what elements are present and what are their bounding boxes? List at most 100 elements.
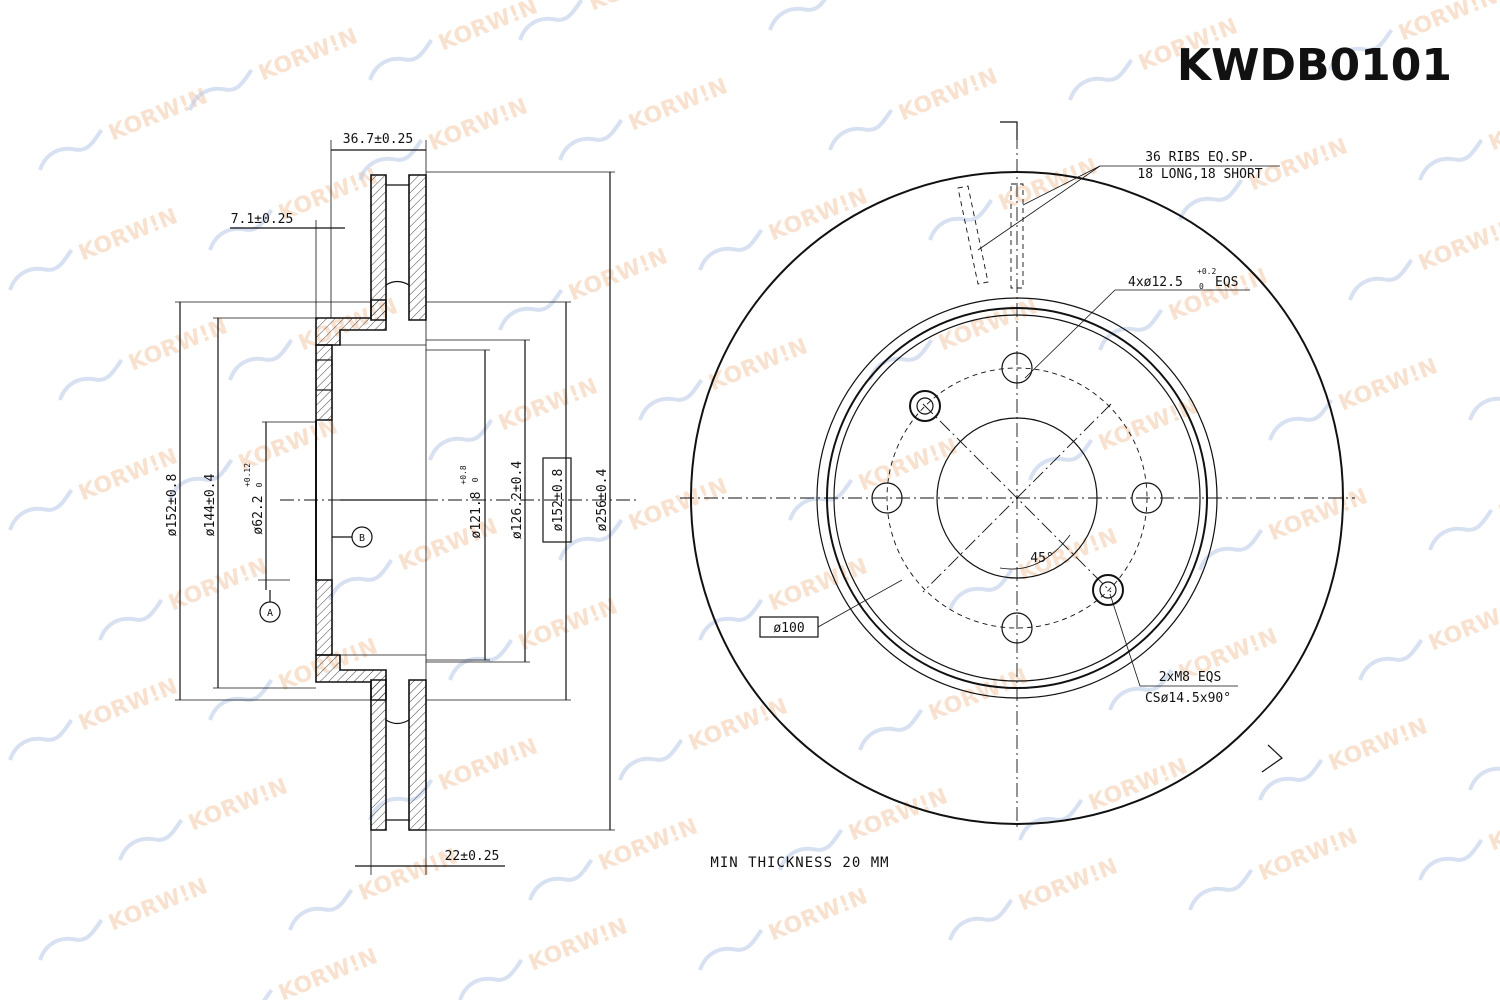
datum-a-label: A (267, 608, 273, 619)
watermark-swoosh-icon (528, 858, 594, 901)
watermark-swoosh-icon (1198, 528, 1264, 571)
dia-152-outer-label: ø152±0.8 (165, 474, 180, 537)
watermark-text: KORW!N (625, 474, 731, 536)
watermark-swoosh-icon (98, 598, 164, 641)
watermark-text: KORW!N (1245, 134, 1351, 196)
watermark-text: KORW!N (255, 24, 361, 86)
watermark-swoosh-icon (858, 708, 924, 751)
watermark-text: KORW!N (425, 94, 531, 156)
watermark-tile: KORW!N (288, 844, 461, 931)
watermark-text: KORW!N (685, 694, 791, 756)
watermark-tile: KORW!N (528, 814, 701, 901)
dia-121-tol-lower: 0 (471, 477, 480, 482)
watermark-tile: KORW!N (1028, 394, 1201, 481)
watermark-swoosh-icon (618, 738, 684, 781)
watermark-tile: KORW!N (368, 0, 541, 81)
watermark-tile: KORW!N (38, 84, 211, 171)
watermark-swoosh-icon (428, 418, 494, 461)
section-marker-top (1000, 121, 1018, 140)
watermark-swoosh-icon (458, 958, 524, 1000)
watermark-swoosh-icon (1358, 638, 1424, 681)
watermark-tile: KORW!N (8, 204, 181, 291)
watermark-tile: KORW!N (8, 674, 181, 761)
watermark-swoosh-icon (118, 818, 184, 861)
boxed-dim-frame (542, 457, 572, 543)
watermark-tile: KORW!N (928, 154, 1101, 241)
watermark-swoosh-icon (38, 918, 104, 961)
watermark-tile: KORW!N (168, 414, 341, 501)
watermark-text: KORW!N (435, 734, 541, 796)
total-thickness-dim: 36.7±0.25 (343, 132, 413, 147)
watermark-swoosh-icon (1068, 58, 1134, 101)
watermark-swoosh-icon (8, 488, 74, 531)
watermark-tile: KORW!N (1468, 378, 1500, 421)
watermark-swoosh-icon (328, 558, 394, 601)
watermark-swoosh-icon (8, 248, 74, 291)
watermark-text: KORW!N (1015, 854, 1121, 916)
dia-144-label: ø144±0.4 (203, 474, 218, 537)
datum-a-marker (259, 601, 281, 623)
watermark-tile: KORW!N (638, 334, 811, 421)
datum-b-marker (351, 526, 373, 548)
watermark-swoosh-icon (1418, 838, 1484, 881)
watermark-text: KORW!N (895, 64, 1001, 126)
watermark-tile: KORW!N (458, 914, 631, 1000)
holes-label-suffix: EQS (1215, 275, 1238, 290)
watermark-swoosh-icon (498, 288, 564, 331)
watermark-tile: KORW!N (558, 474, 731, 561)
watermark-tile: KORW!N (858, 664, 1031, 751)
dia-62-tol-upper: +0.12 (243, 463, 252, 487)
watermark-tile: KORW!N (1348, 214, 1500, 301)
watermark-tile: KORW!N (1018, 754, 1191, 841)
watermark-text: KORW!N (1415, 214, 1500, 276)
watermark-swoosh-icon (1468, 748, 1500, 791)
watermark-swoosh-icon (188, 68, 254, 111)
watermark-tile: KORW!N (1468, 748, 1500, 791)
watermark-text: KORW!N (1485, 94, 1500, 156)
watermark-swoosh-icon (208, 678, 274, 721)
watermark-tile: KORW!N (618, 694, 791, 781)
watermark-tile: KORW!N (518, 0, 691, 41)
angle-label: 45° (1030, 551, 1053, 566)
watermark-tile: KORW!N (448, 594, 621, 681)
watermark-text: KORW!N (1165, 264, 1271, 326)
watermark-swoosh-icon (788, 478, 854, 521)
dia-152-boxed-label: ø152±0.8 (551, 469, 566, 532)
watermark-text: KORW!N (105, 84, 211, 146)
watermark-swoosh-icon (208, 208, 274, 251)
threads-leader (1109, 593, 1238, 687)
watermark-tile: KORW!N (1418, 794, 1500, 881)
watermark-tile: KORW!N (498, 244, 671, 331)
watermark-text: KORW!N (835, 0, 941, 6)
watermark-tile: KORW!N (1418, 94, 1500, 181)
watermark-swoosh-icon (8, 718, 74, 761)
watermark-text: KORW!N (625, 74, 731, 136)
watermark-swoosh-icon (778, 828, 844, 871)
dia-62-tol-lower: 0 (255, 482, 264, 487)
watermark-swoosh-icon (1028, 438, 1094, 481)
watermark-text: KORW!N (1085, 754, 1191, 816)
threaded-hole-upper-left (909, 390, 941, 422)
watermark-text: KORW!N (495, 374, 601, 436)
watermark-swoosh-icon (1428, 508, 1494, 551)
upper-hat-wall (315, 299, 387, 346)
upper-outer-plate (370, 174, 387, 321)
watermark-text: KORW!N (565, 244, 671, 306)
watermark-swoosh-icon (928, 198, 994, 241)
watermark-text: KORW!N (925, 664, 1031, 726)
watermark-text: KORW!N (105, 874, 211, 936)
min-thickness-note: MIN THICKNESS 20 MM (710, 855, 889, 871)
watermark-text: KORW!N (705, 334, 811, 396)
watermark-text: KORW!N (585, 0, 691, 16)
part-number: KWDB0101 (1177, 40, 1452, 91)
side-section-view: 36.7±0.25 7.1±0.25 22±0.25 ø152±0.8 ø144… (165, 132, 640, 875)
long-rib-outline (1010, 183, 1024, 289)
watermark-swoosh-icon (698, 598, 764, 641)
watermark-swoosh-icon (288, 888, 354, 931)
watermark-tile: KORW!N (698, 184, 871, 271)
watermark-tile: KORW!N (58, 314, 231, 401)
watermark-swoosh-icon (1328, 28, 1394, 71)
watermark-tile: KORW!N (1188, 824, 1361, 911)
